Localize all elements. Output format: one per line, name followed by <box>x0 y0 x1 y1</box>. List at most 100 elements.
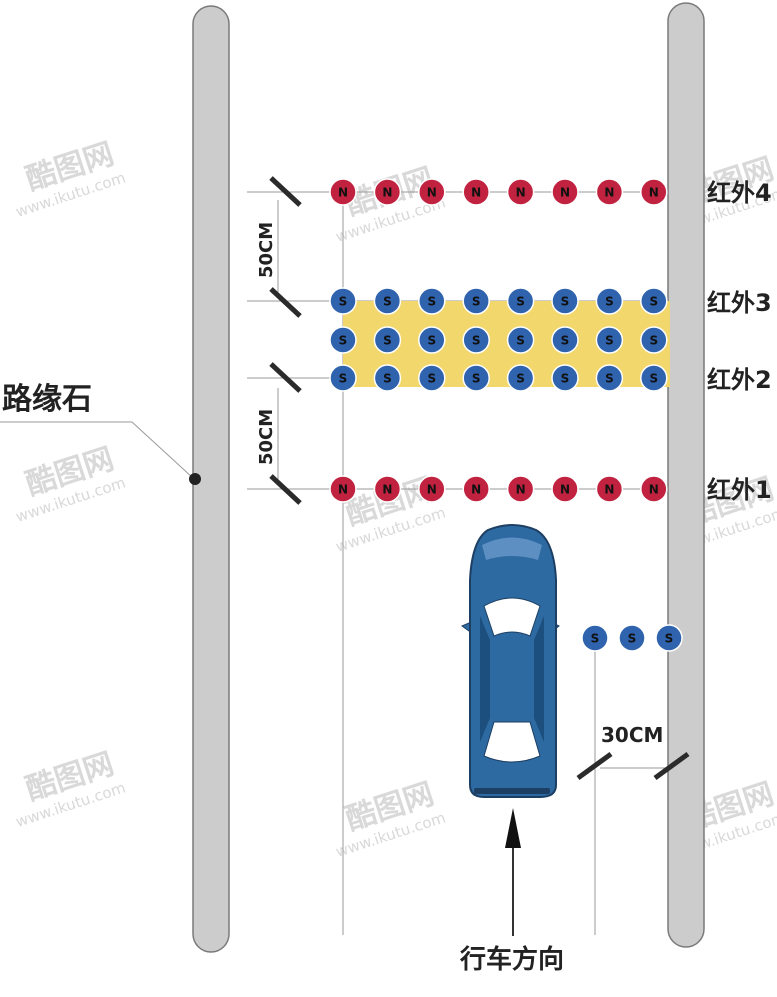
marker-letter: N <box>338 186 348 200</box>
marker-letter: S <box>427 295 436 309</box>
marker-letter: S <box>605 372 614 386</box>
marker-letter: S <box>605 334 614 348</box>
dimension-ticks <box>269 176 690 781</box>
marker-letter: S <box>339 372 348 386</box>
infrared-1-row-marker: N <box>329 475 357 503</box>
marker-letter: S <box>516 295 525 309</box>
marker-letter: S <box>383 334 392 348</box>
marker-letter: S <box>561 334 570 348</box>
spacing-upper-label: 50CM <box>256 222 277 278</box>
infrared-2-row-marker: S <box>506 364 535 392</box>
infrared-3-row-marker: S <box>462 287 490 315</box>
marker-letter: N <box>560 186 570 200</box>
marker-letter: S <box>649 372 658 386</box>
infrared-2-row-marker: S <box>595 364 624 392</box>
middle-row-marker: S <box>329 326 357 354</box>
marker-letter: N <box>427 483 437 497</box>
marker-letter: S <box>516 372 525 386</box>
infrared-2-row-marker: S <box>462 364 490 392</box>
infrared-3-row-marker: S <box>329 287 357 315</box>
middle-row-marker: S <box>418 326 446 354</box>
infrared-2-row-marker: S <box>418 364 446 392</box>
infrared-4-row-marker: N <box>329 178 357 206</box>
marker-letter: N <box>471 483 481 497</box>
infrared-4-row-marker: N <box>418 178 446 206</box>
marker-letter: N <box>427 186 437 200</box>
infrared-4-row-marker: N <box>373 178 402 206</box>
marker-letter: N <box>604 186 614 200</box>
infrared-1-row-marker: N <box>640 475 668 503</box>
marker-letter: N <box>604 483 614 497</box>
infrared-4-row-marker: N <box>462 178 490 206</box>
curb-right <box>667 2 705 948</box>
infrared-2-row-marker: S <box>640 364 668 392</box>
infrared-2-row-marker: S <box>373 364 402 392</box>
marker-letter: S <box>472 372 481 386</box>
marker-letter: N <box>382 186 392 200</box>
curb-label: 路缘石 <box>2 382 92 417</box>
infrared-1-row-marker: N <box>506 475 535 503</box>
marker-letter: S <box>383 372 392 386</box>
middle-row-marker: S <box>551 326 579 354</box>
direction-arrow <box>505 808 521 936</box>
marker-letter: S <box>591 632 600 646</box>
middle-row-marker: S <box>462 326 490 354</box>
marker-letter: S <box>649 334 658 348</box>
side-row-marker: S <box>618 624 646 652</box>
marker-letter: S <box>561 372 570 386</box>
marker-letter: N <box>338 483 348 497</box>
marker-letter: S <box>427 334 436 348</box>
marker-letter: N <box>471 186 481 200</box>
infrared-4-row-marker: N <box>506 178 535 206</box>
direction-label: 行车方向 <box>459 944 564 975</box>
marker-letter: S <box>427 372 436 386</box>
marker-letter: N <box>649 483 659 497</box>
infrared-3-row-marker: S <box>373 287 402 315</box>
marker-letter: S <box>472 334 481 348</box>
infrared-3-row-marker: S <box>551 287 579 315</box>
middle-row-marker: S <box>595 326 624 354</box>
middle-row-marker: S <box>506 326 535 354</box>
spacing-side-label: 30CM <box>601 723 663 747</box>
marker-letter: S <box>649 295 658 309</box>
marker-letter: S <box>665 632 674 646</box>
infrared-1-label: 红外1 <box>707 476 772 504</box>
infrared-1-row-marker: N <box>462 475 490 503</box>
marker-letter: S <box>339 334 348 348</box>
infrared-3-row-marker: S <box>506 287 535 315</box>
marker-letter: S <box>561 295 570 309</box>
infrared-3-row-marker: S <box>640 287 668 315</box>
infrared-2-row-marker: S <box>551 364 579 392</box>
middle-row-marker: S <box>640 326 668 354</box>
marker-letter: N <box>516 186 526 200</box>
marker-letter: N <box>382 483 392 497</box>
marker-letter: S <box>383 295 392 309</box>
infrared-4-row-marker: N <box>640 178 668 206</box>
middle-row-marker: S <box>373 326 402 354</box>
marker-letter: S <box>628 632 637 646</box>
infrared-3-row-marker: S <box>418 287 446 315</box>
marker-letter: N <box>560 483 570 497</box>
infrared-1-row-marker: N <box>595 475 624 503</box>
curb-pointer-dot <box>189 473 201 485</box>
marker-letter: N <box>649 186 659 200</box>
infrared-1-row-marker: N <box>551 475 579 503</box>
infrared-1-row-marker: N <box>418 475 446 503</box>
infrared-2-label: 红外2 <box>707 366 772 394</box>
side-row-marker: S <box>655 624 683 652</box>
spacing-lower-label: 50CM <box>256 409 277 465</box>
infrared-4-row-marker: N <box>551 178 579 206</box>
car <box>460 524 560 798</box>
infrared-4-label: 红外4 <box>707 179 772 207</box>
marker-letter: S <box>605 295 614 309</box>
side-row-marker: S <box>581 624 609 652</box>
marker-letter: N <box>516 483 526 497</box>
infrared-2-row-marker: S <box>329 364 357 392</box>
infrared-3-row-marker: S <box>595 287 624 315</box>
